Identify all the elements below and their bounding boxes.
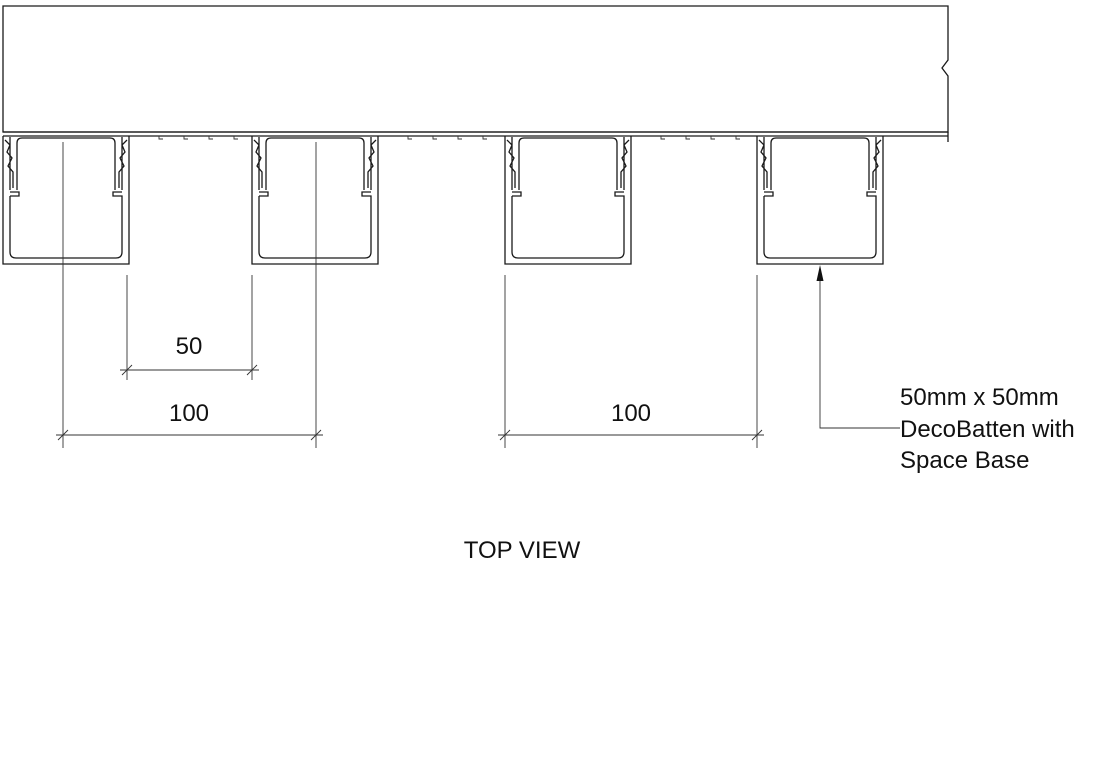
dimension-gap-label: 50 [176, 333, 203, 360]
base-clip [208, 136, 213, 140]
callout-leader [816, 265, 900, 429]
dimension-pitch-left: 100 [56, 142, 323, 448]
base-clip [685, 136, 690, 140]
base-clip [432, 136, 437, 140]
base-clip [735, 136, 740, 140]
space-base-strip [3, 131, 948, 137]
callout-line-2: DecoBatten with [900, 416, 1075, 443]
arrowhead-icon [816, 265, 824, 281]
batten-profile [2, 136, 130, 265]
base-clip [660, 136, 665, 140]
base-clip [158, 136, 163, 140]
base-clip [183, 136, 188, 140]
callout-line-1: 50mm x 50mm [900, 384, 1059, 411]
dimension-pitch-right-label: 100 [611, 400, 651, 427]
dimension-pitch-right: 100 [498, 275, 764, 448]
base-clip [407, 136, 412, 140]
base-clip [482, 136, 487, 140]
base-clip [457, 136, 462, 140]
dimension-gap: 50 [120, 275, 259, 380]
callout-text: 50mm x 50mm DecoBatten with Space Base [900, 384, 1081, 474]
battens-group [2, 136, 884, 265]
batten-profile [756, 136, 884, 265]
batten-profile [251, 136, 379, 265]
dimension-pitch-left-label: 100 [169, 400, 209, 427]
batten-profile [504, 136, 632, 265]
wall-panel [2, 5, 949, 133]
base-clip [710, 136, 715, 140]
callout-line-3: Space Base [900, 447, 1029, 474]
view-title: TOP VIEW [464, 537, 581, 564]
base-clip [233, 136, 238, 140]
